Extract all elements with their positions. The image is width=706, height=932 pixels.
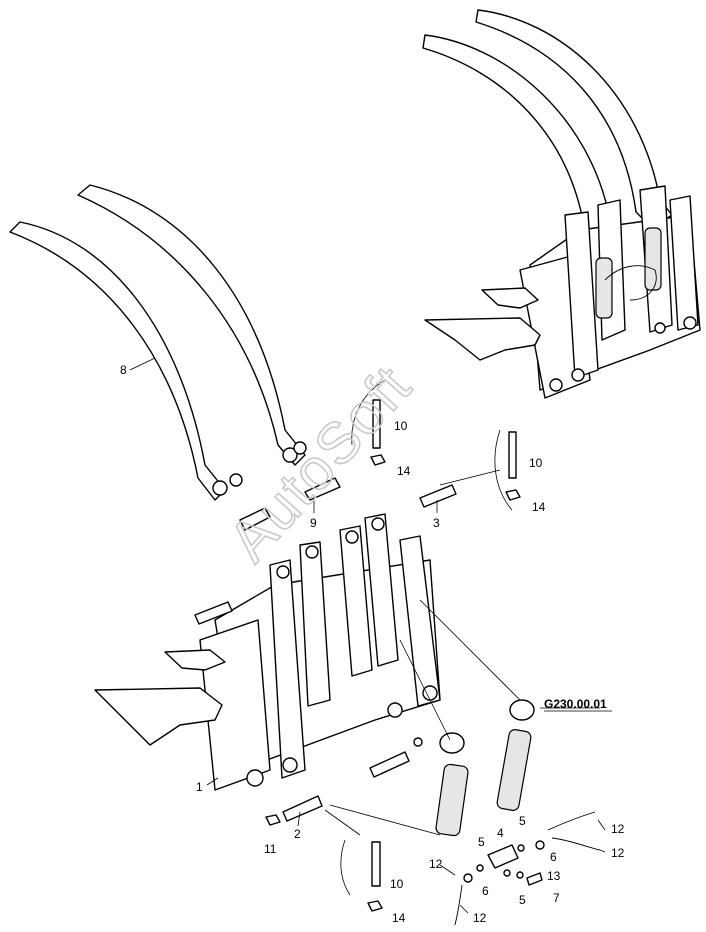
bolt-10-upper-right: [508, 431, 517, 479]
watermark-text: AutoSoft: [216, 353, 424, 574]
assembled-fork-upper: [481, 287, 539, 309]
callout-3: 3: [433, 516, 440, 530]
oring-5-c: [516, 871, 524, 879]
frame-pin-5: [276, 565, 290, 579]
tine-left-eye-2: [229, 473, 243, 487]
tine-right-eye-1: [282, 447, 298, 463]
tine-left-eye-1: [212, 480, 228, 496]
callout-7: 7: [553, 891, 560, 905]
callout-5-c: 5: [519, 893, 526, 907]
frame-pin-8: [371, 517, 385, 531]
callout-10-a: 10: [394, 419, 408, 433]
ref-arc-upper: [351, 379, 386, 446]
callout-8: 8: [120, 363, 127, 377]
fork-upper: [164, 649, 226, 671]
callout-12-b: 12: [611, 846, 625, 860]
callout-12-a: 12: [611, 822, 625, 836]
hose-12-upper-2: [551, 837, 601, 851]
assembled-fork-lower: [424, 317, 541, 361]
ref-arc-lower: [340, 839, 351, 896]
callout-10-c: 10: [390, 877, 404, 891]
side-plate-3: [339, 525, 373, 677]
fitting-13: [503, 869, 511, 877]
hydraulic-cylinders: [435, 699, 535, 837]
exploded-tines-part-8: [9, 184, 307, 501]
callout-6-b: 6: [482, 884, 489, 898]
nut-14-upper-right: [505, 489, 521, 501]
fitting-7: [526, 872, 543, 886]
callout-11: 11: [264, 842, 277, 856]
pin-part-3: [419, 484, 457, 508]
nut-11: [265, 814, 281, 826]
leader-lines: [129, 357, 606, 914]
assembled-pin-b: [571, 368, 585, 382]
callout-14-b: 14: [532, 500, 546, 514]
reference-label: G230.00.01: [544, 697, 607, 711]
nut-14-upper-left: [370, 454, 386, 466]
assembled-plate-4: [669, 195, 699, 331]
bolts-and-nuts: [265, 399, 521, 912]
pins: [194, 477, 457, 822]
assembled-pin-a: [549, 378, 563, 392]
pin-lower-center: [369, 751, 410, 778]
pin-part-2: [282, 795, 323, 822]
callout-2: 2: [294, 827, 301, 841]
callout-12-c: 12: [429, 857, 443, 871]
side-plate-2: [299, 541, 331, 707]
callout-numbers: 1 2 3 4 5 5 5 6 6 7 8 9 10 10 10 11 12 1…: [120, 363, 625, 925]
bolt-10-lower: [371, 841, 381, 887]
tine-right: [77, 184, 306, 466]
assembled-cylinder-right: [644, 227, 662, 291]
assembled-pin-c: [683, 316, 697, 330]
fitting-6-right: [535, 840, 545, 850]
main-frame-part-1: [94, 513, 441, 791]
pin-part-9-a: [239, 507, 271, 531]
ref-arc-right: [494, 429, 513, 511]
callout-6-a: 6: [550, 850, 557, 864]
side-plate-5: [399, 535, 441, 707]
callout-4: 4: [497, 826, 504, 840]
callout-9: 9: [310, 516, 317, 530]
side-plate-4: [364, 513, 399, 667]
tine-right-eye-2: [293, 441, 307, 455]
assembled-cylinder-left: [595, 257, 613, 319]
cylinder-left-body: [435, 763, 469, 837]
frame-pin-2: [282, 757, 298, 773]
nut-14-lower: [367, 900, 383, 912]
callout-1: 1: [196, 780, 203, 794]
assembled-pin-d: [654, 322, 666, 334]
frame-pin-3: [387, 702, 403, 718]
assembled-hose: [604, 265, 657, 301]
pin-left-upper: [194, 601, 233, 625]
oring-5-a: [476, 864, 484, 872]
assembled-grapple-view: [422, 9, 701, 399]
callout-10-b: 10: [529, 456, 543, 470]
frame-pin-1: [246, 769, 264, 787]
frame-pin-7: [345, 530, 359, 544]
hose-12-upper: [547, 811, 596, 831]
callout-5-b: 5: [519, 814, 526, 828]
frame-pin-4: [422, 685, 438, 701]
callout-14-a: 14: [397, 464, 411, 478]
callout-13: 13: [547, 869, 561, 883]
fork-lower: [94, 687, 223, 746]
side-plate-1: [269, 559, 306, 779]
frame-pin-6: [305, 545, 319, 559]
cylinder-left-eye: [439, 732, 465, 754]
hose-12-lower: [454, 884, 463, 926]
oring-5-b: [517, 844, 525, 852]
pin-part-9-b: [304, 477, 341, 501]
callout-12-d: 12: [473, 911, 487, 925]
cylinder-right-body: [496, 729, 532, 811]
cylinder-right-eye: [509, 699, 535, 721]
hydraulic-fittings: [454, 811, 601, 926]
nut-lower-center: [413, 737, 423, 747]
callout-14-c: 14: [392, 911, 406, 925]
valve-block-4: [487, 844, 519, 869]
assembled-plate-1: [564, 211, 599, 379]
callout-5-a: 5: [478, 835, 485, 849]
fitting-6-left: [463, 873, 473, 883]
bolt-10-upper-left: [372, 399, 381, 449]
